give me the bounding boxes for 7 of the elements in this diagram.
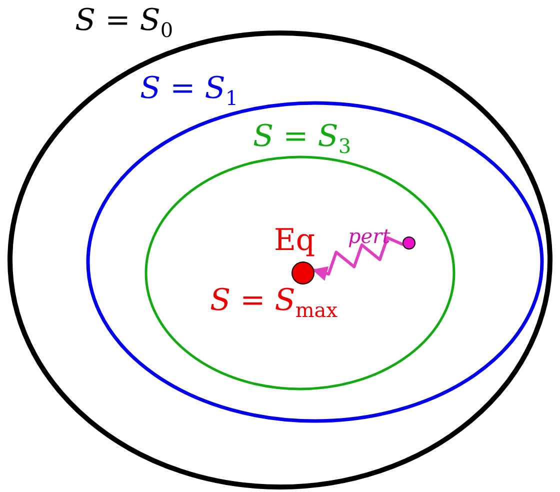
math-label: S = S$_{3}$ [253,120,352,160]
math-label: pert [348,224,390,248]
math-label: S = S$_{1}$ [140,72,238,112]
zigzag-arrow [312,236,404,281]
math-label: S = S$_{max}$ [210,284,338,324]
math-label: Eq [274,224,316,258]
math-label: S = S$_{0}$ [75,4,174,44]
